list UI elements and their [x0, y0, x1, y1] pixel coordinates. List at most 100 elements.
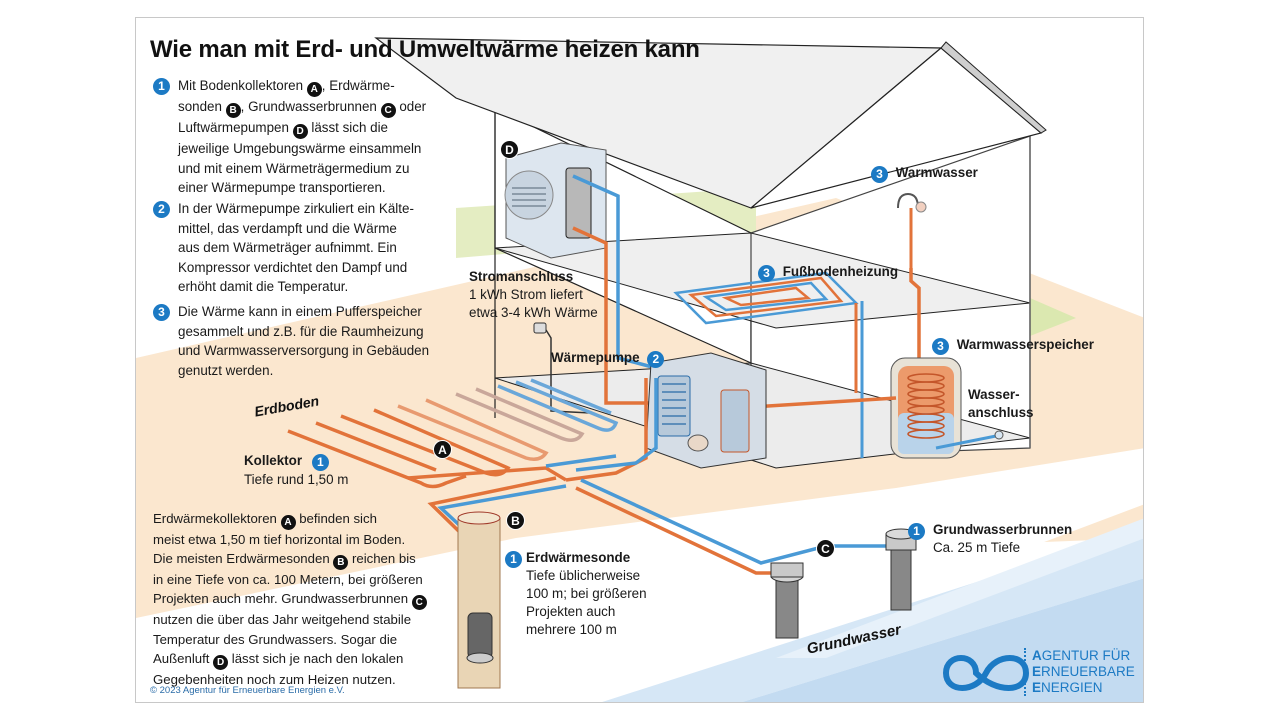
ground-collector-pipes [287, 378, 619, 489]
text-line: in eine Tiefe von ca. 100 Metern, bei gr… [153, 572, 423, 588]
text-line: Temperatur des Grundwassers. Sogar die [153, 631, 398, 647]
label-erdwaermesonde: Erdwärmesonde Tiefe üblicherweise 100 m;… [526, 549, 647, 639]
label-kollektor: Kollektor 1 Tiefe rund 1,50 m [244, 452, 348, 489]
geothermal-probe [457, 511, 501, 689]
text-line: Gegebenheiten noch zum Heizen nutzen. [153, 671, 396, 687]
label-warmwasserspeicher: 3 Warmwasserspeicher [932, 336, 1094, 355]
marker-d-inline: D [213, 654, 229, 670]
text-line: Erdwärmekollektoren A befinden sich [153, 511, 377, 530]
pipe-d-warm [572, 226, 656, 405]
label-grundwasserbrunnen-detail: Ca. 25 m Tiefe [933, 540, 1021, 555]
logo-line-1: AGENTUR FÜR [1032, 648, 1131, 663]
marker-a-inline: A [306, 82, 322, 97]
text-line: erhöht damit die Temperatur. [178, 279, 349, 295]
text-line: genutzt werden. [178, 362, 274, 378]
label-erdwaermesonde-detail-2: 100 m; bei größeren [526, 586, 647, 601]
bottom-explanation: Erdwärmekollektoren A befinden sich meist… [153, 509, 427, 689]
label-stromanschluss: Stromanschluss 1 kWh Strom liefert etwa … [469, 268, 598, 322]
label-wasseranschluss: Wasser- anschluss [968, 386, 1034, 422]
label-grundwasserbrunnen: Grundwasserbrunnen Ca. 25 m Tiefe [933, 521, 1072, 557]
text-line: mittel, das verdampft und die Wärme [178, 220, 397, 236]
marker-d-inline: D [292, 124, 308, 139]
text-line: Luftwärmepumpen D lässt sich die [178, 120, 389, 139]
text-line: einer Wärmepumpe transportieren. [178, 180, 386, 196]
text-line: gesammelt und z.B. für die Raumheizung [178, 323, 424, 339]
groundwater-band-3 [776, 518, 1143, 658]
text-line: Außenluft D lässt sich je nach den lokal… [153, 650, 404, 670]
step-2-badge: 2 [153, 201, 170, 218]
pipe-d-cold [572, 174, 657, 370]
text-line: Mit Bodenkollektoren A, Erdwärme- [178, 78, 395, 97]
marker-c: C [816, 539, 835, 558]
text-line: In der Wärmepumpe zirkuliert ein Kälte- [178, 201, 414, 216]
label-erdwaermesonde-detail-4: mehrere 100 m [526, 622, 617, 637]
label-waermepumpe-badge: 2 [647, 351, 665, 368]
marker-c-inline: C [380, 103, 396, 118]
marker-b: B [506, 511, 525, 530]
logo-line-3: ENERGIEN [1032, 680, 1103, 695]
text-line: aus dem Wärmeträger aufnimmt. Ein [178, 240, 397, 256]
heat-pump-unit [645, 352, 767, 469]
text-line: Kompressor verdichtet den Dampf und [178, 259, 408, 275]
label-grundwasserbrunnen-title: Grundwasserbrunnen [933, 522, 1073, 537]
step-2-text: In der Wärmepumpe zirkuliert ein Kälte-m… [178, 199, 414, 297]
pipe-tank-water-connection [935, 434, 997, 450]
label-stromanschluss-detail-2: etwa 3-4 kWh Wärme [469, 305, 598, 320]
text-line: und Warmwasserversorgung in Gebäuden [178, 343, 430, 359]
label-fussbodenheizung-badge: 3 [758, 265, 775, 282]
text-line: meist etwa 1,50 m tief horizontal im Bod… [153, 532, 406, 547]
marker-b-inline: B [333, 555, 349, 571]
air-heat-pump-unit [504, 142, 607, 259]
power-socket [533, 322, 547, 334]
label-erdwaermesonde-title: Erdwärmesonde [526, 550, 631, 565]
pipe-warmwater [909, 268, 921, 363]
label-wasseranschluss-line-1: Wasser- [968, 387, 1020, 402]
label-warmwasser: 3 Warmwasser [871, 164, 978, 183]
pipe-collector-to-house-cold [575, 378, 658, 472]
page-title: Wie man mit Erd- und Umweltwärme heizen … [150, 36, 700, 63]
label-waermepumpe-title: Wärmepumpe [551, 350, 640, 365]
label-erdwaermesonde-detail-3: Projekten auch [526, 604, 616, 619]
heat-pump-illustration [136, 37, 1143, 702]
text-line: Projekten auch mehr. Grundwasserbrunnen … [153, 589, 427, 611]
hot-water-storage-tank [890, 357, 962, 459]
label-kollektor-badge: 1 [311, 454, 329, 471]
ground-lower-white [136, 448, 1143, 702]
label-fussbodenheizung: 3 Fußbodenheizung [758, 263, 898, 282]
logo-line-2: ERNEUERBARE [1032, 664, 1135, 679]
well-extraction [770, 562, 804, 639]
step-1-badge: 1 [153, 78, 170, 95]
copyright: © 2023 Agentur für Erneuerbare Energien … [150, 685, 345, 696]
label-stromanschluss-title: Stromanschluss [469, 269, 574, 284]
pipe-collector-to-house [565, 378, 648, 482]
label-kollektor-title: Kollektor [244, 453, 303, 468]
marker-c-inline: C [411, 595, 427, 611]
marker-a-inline: A [280, 515, 296, 530]
text-line: jeweilige Umgebungswärme einsammeln [178, 141, 422, 156]
label-warmwasserspeicher-title: Warmwasserspeicher [956, 337, 1094, 352]
label-kollektor-detail: Tiefe rund 1,50 m [244, 472, 349, 487]
text-line: sonden B, Grundwasserbrunnen C oder [178, 99, 427, 118]
label-warmwasser-badge: 3 [871, 166, 888, 183]
marker-b-inline: B [225, 103, 241, 118]
text-line: nutzen die über das Jahr weitgehend stab… [153, 612, 412, 628]
lawn-right [1030, 298, 1076, 336]
marker-d: D [500, 140, 519, 159]
label-warmwasser-title: Warmwasser [895, 165, 978, 180]
groundwater-band-2 [742, 578, 1143, 702]
label-fussbodenheizung-title: Fußbodenheizung [782, 264, 899, 279]
text-line: Die meisten Erdwärmesonden B reichen bis [153, 551, 416, 571]
label-warmwasserspeicher-badge: 3 [932, 338, 949, 355]
label-erdwaermesonde-badge: 1 [505, 551, 522, 568]
infographic-frame: Wie man mit Erd- und Umweltwärme heizen … [135, 17, 1144, 703]
label-grundwasserbrunnen-badge: 1 [908, 523, 925, 540]
label-stromanschluss-detail-1: 1 kWh Strom liefert [469, 287, 583, 302]
step-1-text: Mit Bodenkollektoren A, Erdwärme-sonden … [178, 76, 426, 198]
label-wasseranschluss-line-2: anschluss [968, 405, 1034, 420]
tap-icon [897, 192, 919, 209]
aee-infinity-logo-icon [942, 655, 1030, 691]
roof-edge [940, 41, 1047, 134]
step-3-badge: 3 [153, 304, 170, 321]
aee-logo-text: AGENTUR FÜR ERNEUERBARE ENERGIEN [1024, 648, 1135, 696]
